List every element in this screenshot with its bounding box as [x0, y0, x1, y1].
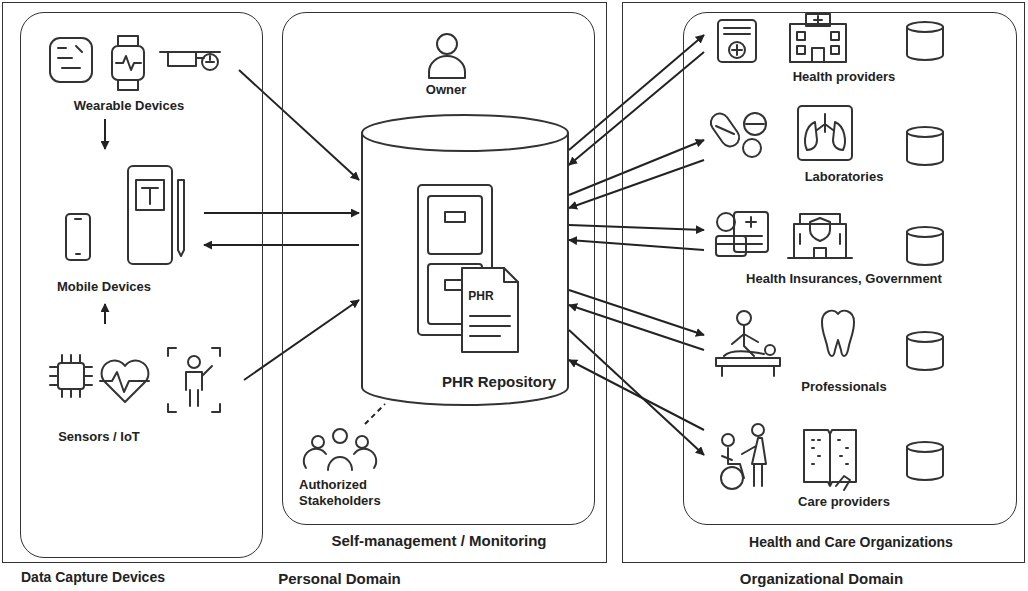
- heart-pulse-icon: [100, 361, 149, 402]
- node-label: Health providers: [793, 69, 896, 85]
- node-label: PHR Repository: [442, 373, 556, 391]
- panel-heading: Self-management / Monitoring: [331, 532, 546, 550]
- dashed-link: [365, 404, 385, 424]
- domain-panel: Personal DomainData Capture DevicesWeara…: [2, 2, 607, 563]
- node-label: Professionals: [801, 379, 886, 395]
- node-label: PHR: [468, 289, 493, 303]
- owner-icon: [429, 34, 465, 78]
- connector-arrow: [569, 160, 704, 208]
- caregiver-wheelchair-icon: [721, 424, 766, 489]
- organization-node: Professionals: [704, 299, 959, 404]
- medical-kit-icon: [718, 20, 756, 62]
- node-label: Mobile Devices: [57, 279, 151, 295]
- smart-glove-icon: [50, 38, 92, 82]
- node-label: Owner: [426, 82, 466, 98]
- insurance-card-icon: [716, 212, 768, 256]
- connector-arrow: [244, 300, 359, 380]
- organization-node: Care providers: [704, 414, 959, 519]
- device-group: Sensors / IoT: [34, 324, 244, 454]
- organization-node: Health Insurances, Government: [704, 204, 959, 294]
- node-label: Authorized Stakeholders: [299, 477, 389, 508]
- connector-arrow: [104, 119, 106, 149]
- connector-arrow: [569, 360, 704, 430]
- panel-heading: Data Capture Devices: [21, 569, 165, 586]
- connector-arrow: [569, 240, 704, 250]
- chip-icon: [50, 355, 92, 397]
- smart-glasses-icon: [160, 52, 220, 70]
- organization-node: Health providers: [704, 15, 959, 96]
- tablet-icon: [128, 166, 184, 264]
- organization-node: Laboratories: [704, 104, 959, 194]
- hospital-icon: [790, 14, 846, 62]
- connector-arrow: [569, 330, 704, 455]
- device-group: Mobile Devices: [44, 149, 204, 304]
- tooth-icon: [822, 311, 854, 356]
- panel-heading: Health and Care Organizations: [749, 534, 953, 551]
- database-icon: [907, 127, 943, 165]
- stakeholders-icon: [304, 429, 376, 470]
- database-icon: [907, 332, 943, 370]
- group-panel: Self-management / MonitoringOwnerPHRPHR …: [282, 12, 595, 525]
- owner-node: Owner: [409, 24, 484, 102]
- database-icon: [907, 22, 943, 60]
- connector-arrow: [569, 305, 704, 350]
- node-label: Sensors / IoT: [58, 429, 140, 445]
- repository-node: PHR PHR Repository: [359, 114, 569, 404]
- node-label: Laboratories: [805, 169, 884, 185]
- database-icon: [907, 442, 943, 480]
- group-panel: Health and Care OrganizationsHealth prov…: [683, 12, 1017, 525]
- device-group: Wearable Devices: [39, 24, 239, 119]
- phone-icon: [66, 214, 90, 260]
- connector-arrow: [569, 35, 704, 150]
- pills-icon: [707, 110, 766, 157]
- smartwatch-icon: [112, 36, 144, 90]
- panel-heading: Personal Domain: [278, 570, 401, 588]
- connector-arrow: [569, 225, 704, 230]
- stakeholder-node: Authorized Stakeholders: [289, 424, 389, 524]
- body-sensor-icon: [168, 348, 220, 412]
- node-label: Wearable Devices: [74, 98, 184, 114]
- lungs-scan-icon: [798, 106, 852, 160]
- government-building-icon: [788, 214, 852, 258]
- panel-heading: Organizational Domain: [740, 570, 903, 588]
- physiotherapy-icon: [716, 311, 780, 376]
- node-label: Health Insurances, Government: [746, 271, 942, 287]
- database-icon: [907, 227, 943, 265]
- braille-book-icon: [804, 430, 856, 490]
- repository-cylinder: [362, 115, 568, 405]
- node-label: Care providers: [798, 494, 890, 510]
- connector-arrow: [104, 304, 106, 324]
- group-panel: Data Capture DevicesWearable DevicesMobi…: [20, 12, 263, 558]
- connector-arrow: [239, 70, 359, 180]
- domain-panel: Organizational DomainHealth and Care Org…: [622, 2, 1025, 563]
